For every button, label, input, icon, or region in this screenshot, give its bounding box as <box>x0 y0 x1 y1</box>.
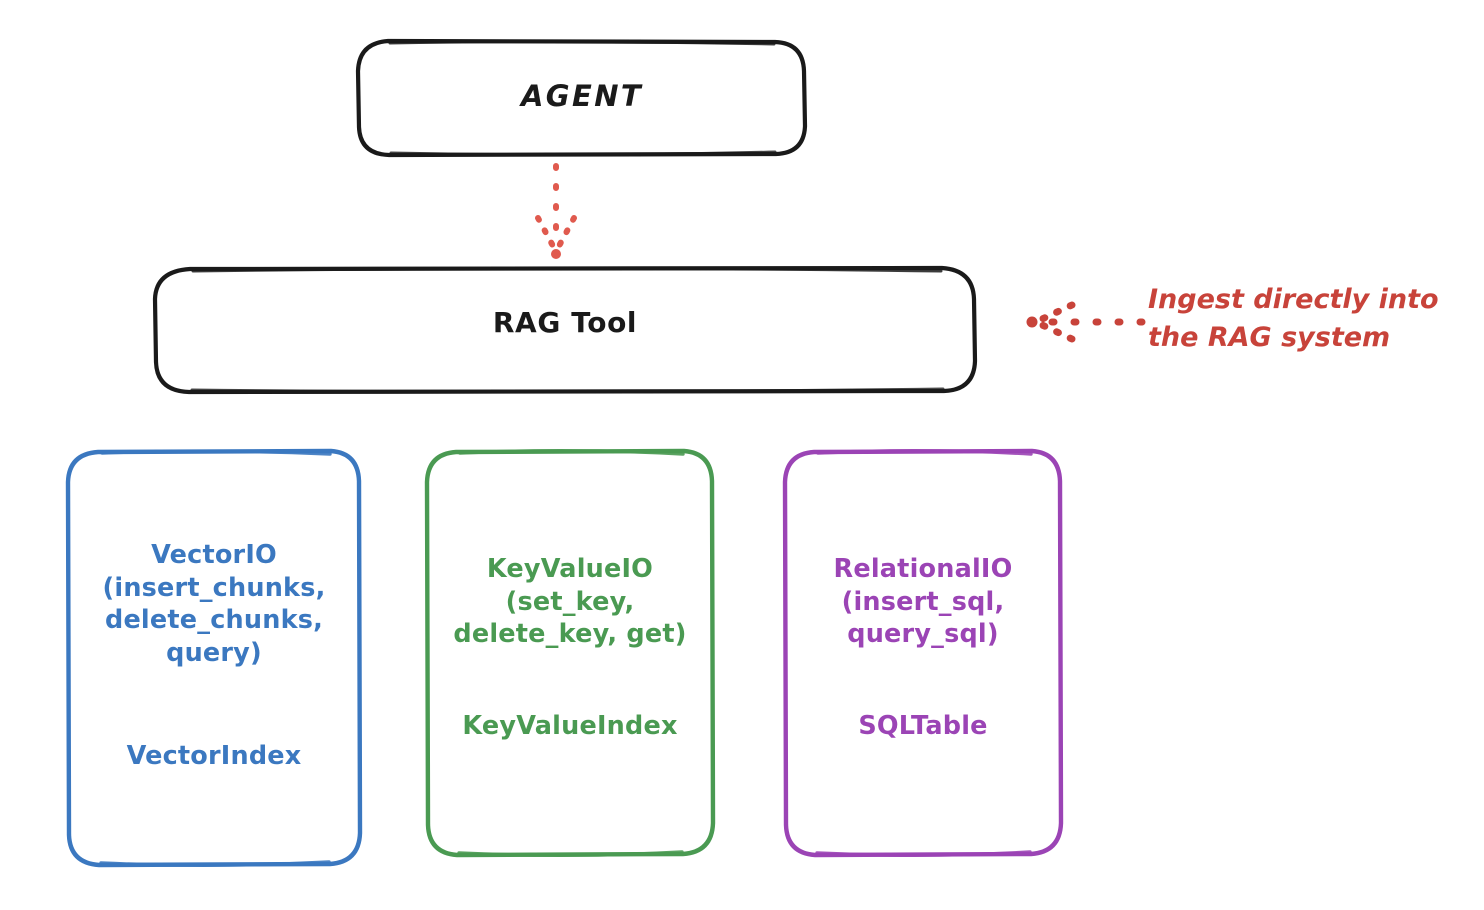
relational-store-index-label: SQLTable <box>858 711 988 741</box>
keyvalue-store-api-label: KeyValueIO (set_key, delete_key, get) <box>453 554 687 650</box>
keyvalue-store-index-label: KeyValueIndex <box>462 711 678 741</box>
agent-to-ragtool-arrow-icon <box>535 163 577 259</box>
annotation-to-ragtool-arrow-icon <box>1026 301 1146 343</box>
keyvalue-store-box <box>424 448 716 858</box>
relational-store-box <box>782 448 1064 858</box>
relational-store-api-label: RelationalIO (insert_sql, query_sql) <box>833 554 1013 650</box>
vector-store-index-label: VectorIndex <box>126 741 302 771</box>
ingest-annotation-text: Ingest directly into the RAG system <box>1148 284 1439 354</box>
agent-node-label: AGENT <box>520 79 644 113</box>
rag-tool-node-label: RAG Tool <box>492 306 638 339</box>
vector-store-api-label: VectorIO (insert_chunks, delete_chunks, … <box>102 540 326 668</box>
